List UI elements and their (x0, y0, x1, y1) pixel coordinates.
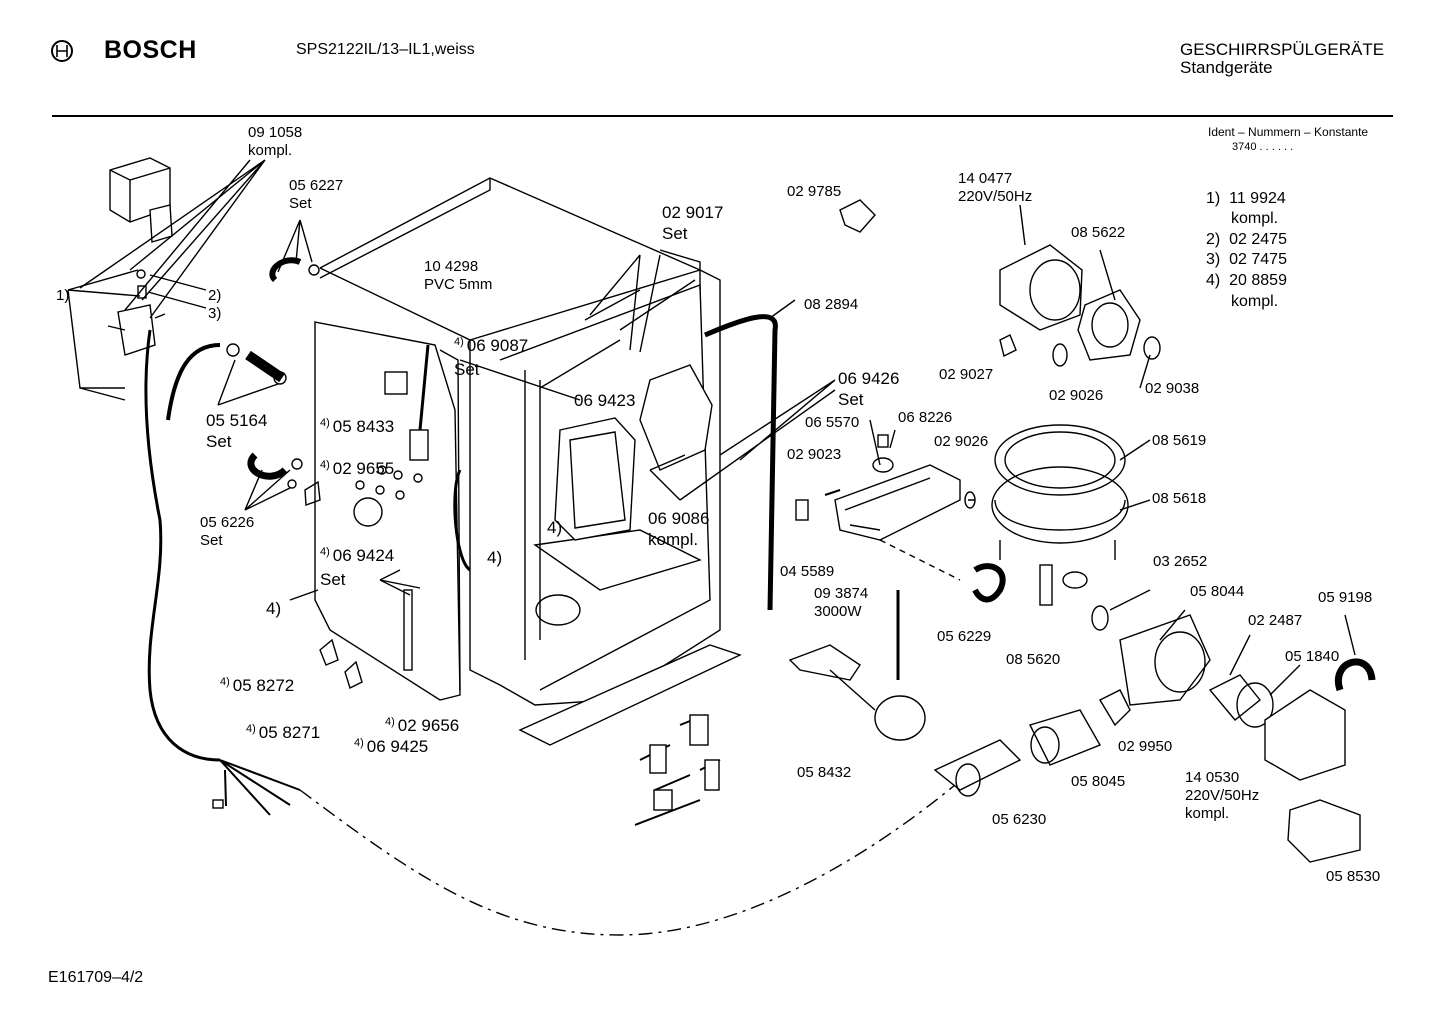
part-label: 05 8530 (1326, 868, 1381, 885)
part-label: 4) (547, 518, 563, 537)
ident-title: Ident – Nummern – Konstante (1208, 125, 1369, 139)
part-label: 10 4298 PVC 5mm (424, 258, 493, 293)
part-label: 1) (56, 287, 70, 304)
part-label: 02 9785 (787, 183, 842, 200)
heater-assembly-part (795, 434, 1006, 603)
part-label: 03 2652 (1153, 553, 1208, 570)
part-label: 14 0530 220V/50Hz kompl. (1185, 769, 1260, 822)
sump-filter-part (991, 424, 1129, 631)
part-label: 02 9027 (939, 366, 994, 383)
model-number: SPS2122IL/13–IL1,weiss (296, 41, 475, 58)
part-label: 02 9026 (934, 433, 989, 450)
part-label: 05 8044 (1190, 583, 1245, 600)
part-label: 4)06 9425 (354, 737, 429, 756)
part-label: 4)02 9655 (320, 459, 395, 478)
part-label: 05 6230 (992, 811, 1047, 828)
part-label: 4)05 8272 (220, 676, 295, 695)
part-label: 06 9086 kompl. (648, 509, 710, 549)
part-label: 06 8226 (898, 409, 953, 426)
part-label: 06 9423 (574, 391, 636, 410)
part-label: 3) (208, 305, 222, 322)
part-label: 05 9198 (1318, 589, 1373, 606)
part-label: 4) (487, 548, 503, 567)
part-label: 2) (208, 287, 222, 304)
legend-item: 2) 02 2475 (1206, 231, 1287, 248)
legend-item-note: kompl. (1231, 210, 1279, 227)
detergent-dispenser-part (554, 364, 713, 541)
part-label: 4)06 9424 Set (320, 546, 395, 589)
part-label: 09 1058 kompl. (248, 124, 303, 159)
brand-name: BOSCH (104, 36, 197, 64)
legend-item: 4) 20 8859 (1206, 272, 1287, 289)
part-label: 05 8432 (797, 764, 852, 781)
part-label: 02 9023 (787, 446, 842, 463)
category-title: GESCHIRRSPÜLGERÄTE (1180, 40, 1385, 59)
bosch-logo-icon (51, 40, 73, 62)
water-valve-part (107, 157, 173, 356)
side-panel-part (304, 321, 461, 701)
part-label: 08 5618 (1152, 490, 1207, 507)
part-label: 05 6226 Set (200, 514, 255, 549)
ident-value: 3740 . . . . . . (1232, 141, 1294, 153)
part-label: 05 1840 (1285, 648, 1340, 665)
part-label: 08 5620 (1006, 651, 1061, 668)
part-label: 06 5570 (805, 414, 860, 431)
part-label: 05 8045 (1071, 773, 1126, 790)
legend-item: 3) 02 7475 (1206, 251, 1287, 268)
part-label: 14 0477 220V/50Hz (958, 170, 1033, 205)
part-label: 06 9426 Set (838, 369, 900, 409)
part-label: 02 2487 (1248, 612, 1303, 629)
part-label: 05 6227 Set (289, 177, 344, 212)
legend-item-note: kompl. (1231, 293, 1279, 310)
part-label: 05 5164 Set (206, 411, 268, 451)
drawing-code: E161709–4/2 (48, 969, 144, 986)
part-label: 4)02 9656 (385, 716, 460, 735)
part-label: 02 9950 (1118, 738, 1173, 755)
part-label: 02 9017 Set (662, 203, 724, 243)
part-label: 09 3874 3000W (814, 585, 869, 620)
part-label: 05 6229 (937, 628, 992, 645)
circulation-pump-part (999, 204, 1161, 367)
part-label: 4)05 8433 (320, 417, 395, 436)
part-label: 4)05 8271 (246, 723, 321, 742)
part-label: 4)06 9087 Set (454, 336, 529, 379)
part-label: 08 2894 (804, 296, 859, 313)
part-label: 08 5619 (1152, 432, 1207, 449)
part-label: 02 9026 (1049, 387, 1104, 404)
subcategory-title: Standgeräte (1180, 58, 1273, 77)
part-label: 08 5622 (1071, 224, 1126, 241)
legend-item: 1) 11 9924 (1206, 190, 1286, 207)
part-label: 4) (266, 599, 282, 618)
part-label: 02 9038 (1145, 380, 1200, 397)
part-label: 04 5589 (780, 563, 835, 580)
